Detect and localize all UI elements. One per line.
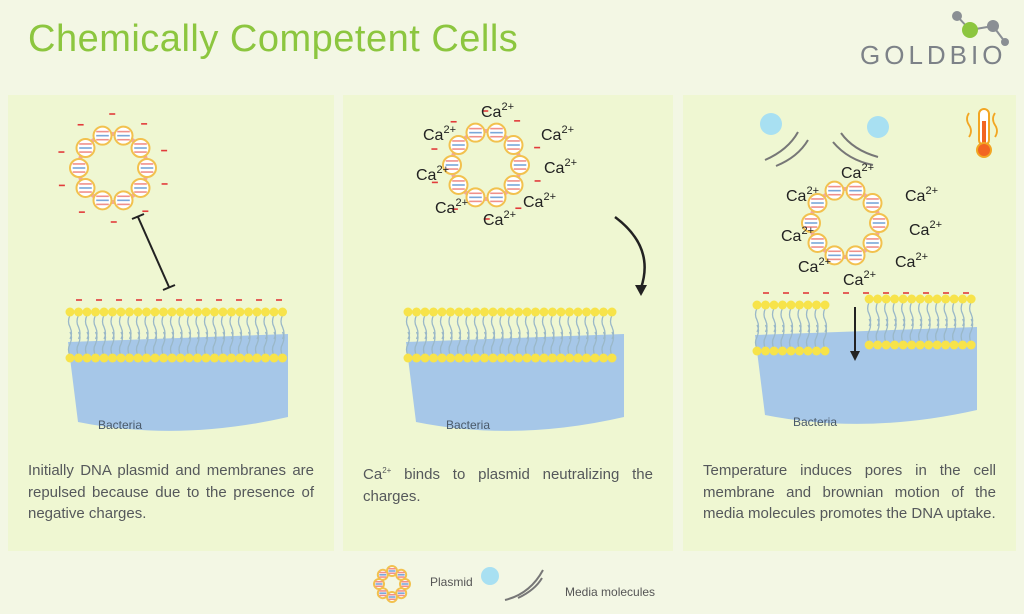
caption-3: Temperature induces pores in the cell me… xyxy=(703,462,996,522)
panel-1-illustration xyxy=(58,113,288,431)
cell-membrane xyxy=(752,292,977,424)
thermometer-icon xyxy=(966,108,998,158)
calcium-ion: Ca2+ xyxy=(481,101,514,121)
cell-membrane xyxy=(403,307,624,431)
caption-ion: Ca xyxy=(363,466,383,483)
calcium-ion: Ca2+ xyxy=(786,185,819,205)
media-molecule xyxy=(760,113,782,135)
bacteria-label: Bacteria xyxy=(446,418,491,432)
bacteria-label: Bacteria xyxy=(793,415,838,429)
media-molecule xyxy=(867,116,889,138)
plasmid-legend-icon xyxy=(373,565,411,603)
panel-calcium-binding: Ca2+ Ca2+ Ca2+ Ca2+ Ca2+ Ca2+ Ca2+ Ca2+ Bacteri… xyxy=(343,95,673,551)
repulsion-line xyxy=(137,216,170,288)
legend-icons xyxy=(373,565,544,603)
calcium-ion: Ca2+ xyxy=(416,164,449,184)
cell-membrane xyxy=(65,299,288,431)
media-molecule-legend-icon xyxy=(481,567,499,585)
panel-initial-repulsion: Bacteria Initially DNA plasmid and membr… xyxy=(8,95,334,551)
caption-charge: 2+ xyxy=(382,466,392,475)
plasmid xyxy=(801,180,889,266)
calcium-ion: Ca2+ xyxy=(523,191,556,211)
calcium-ion: Ca2+ xyxy=(843,269,876,289)
panel-3-illustration: Ca2+ Ca2+ Ca2+ Ca2+ Ca2+ Ca2+ Ca2+ Ca2+ xyxy=(752,108,998,424)
plasmid xyxy=(431,110,541,220)
calcium-ion: Ca2+ xyxy=(541,124,574,144)
panel-dna-uptake: Ca2+ Ca2+ Ca2+ Ca2+ Ca2+ Ca2+ Ca2+ Ca2+ Bacteri… xyxy=(683,95,1016,551)
calcium-ion: Ca2+ xyxy=(435,197,468,217)
calcium-ion: Ca2+ xyxy=(781,225,814,245)
calcium-ion: Ca2+ xyxy=(798,256,831,276)
caption-text: binds to plasmid neutralizing the charge… xyxy=(363,466,653,505)
brand-logo: GOLDBIO xyxy=(860,40,1007,70)
calcium-ion: Ca2+ xyxy=(905,185,938,205)
calcium-ions: Ca2+ Ca2+ Ca2+ Ca2+ Ca2+ Ca2+ Ca2+ Ca2+ xyxy=(781,162,942,289)
calcium-ion: Ca2+ xyxy=(423,124,456,144)
plasmid xyxy=(58,113,168,223)
media-molecule-arc xyxy=(840,132,879,158)
binding-arrow xyxy=(614,216,646,289)
calcium-ion: Ca2+ xyxy=(841,162,874,182)
panel-2-illustration: Ca2+ Ca2+ Ca2+ Ca2+ Ca2+ Ca2+ Ca2+ Ca2+ xyxy=(403,101,647,431)
calcium-ion: Ca2+ xyxy=(895,251,928,271)
caption-1: Initially DNA plasmid and membranes are … xyxy=(28,462,314,522)
bacteria-label: Bacteria xyxy=(98,418,143,432)
calcium-ion: Ca2+ xyxy=(483,209,516,229)
media-molecule-arc xyxy=(764,131,799,161)
calcium-ion: Ca2+ xyxy=(909,219,942,239)
calcium-ions: Ca2+ Ca2+ Ca2+ Ca2+ Ca2+ Ca2+ Ca2+ Ca2+ xyxy=(416,101,577,229)
calcium-ion: Ca2+ xyxy=(544,157,577,177)
page-title: Chemically Competent Cells xyxy=(28,18,519,60)
molecule-logo-icon xyxy=(952,11,1009,46)
legend-media-label: Media molecules xyxy=(565,585,656,599)
legend-plasmid-label: Plasmid xyxy=(430,575,473,589)
caption-2: Ca2+ binds to plasmid neutralizing the c… xyxy=(363,460,653,507)
